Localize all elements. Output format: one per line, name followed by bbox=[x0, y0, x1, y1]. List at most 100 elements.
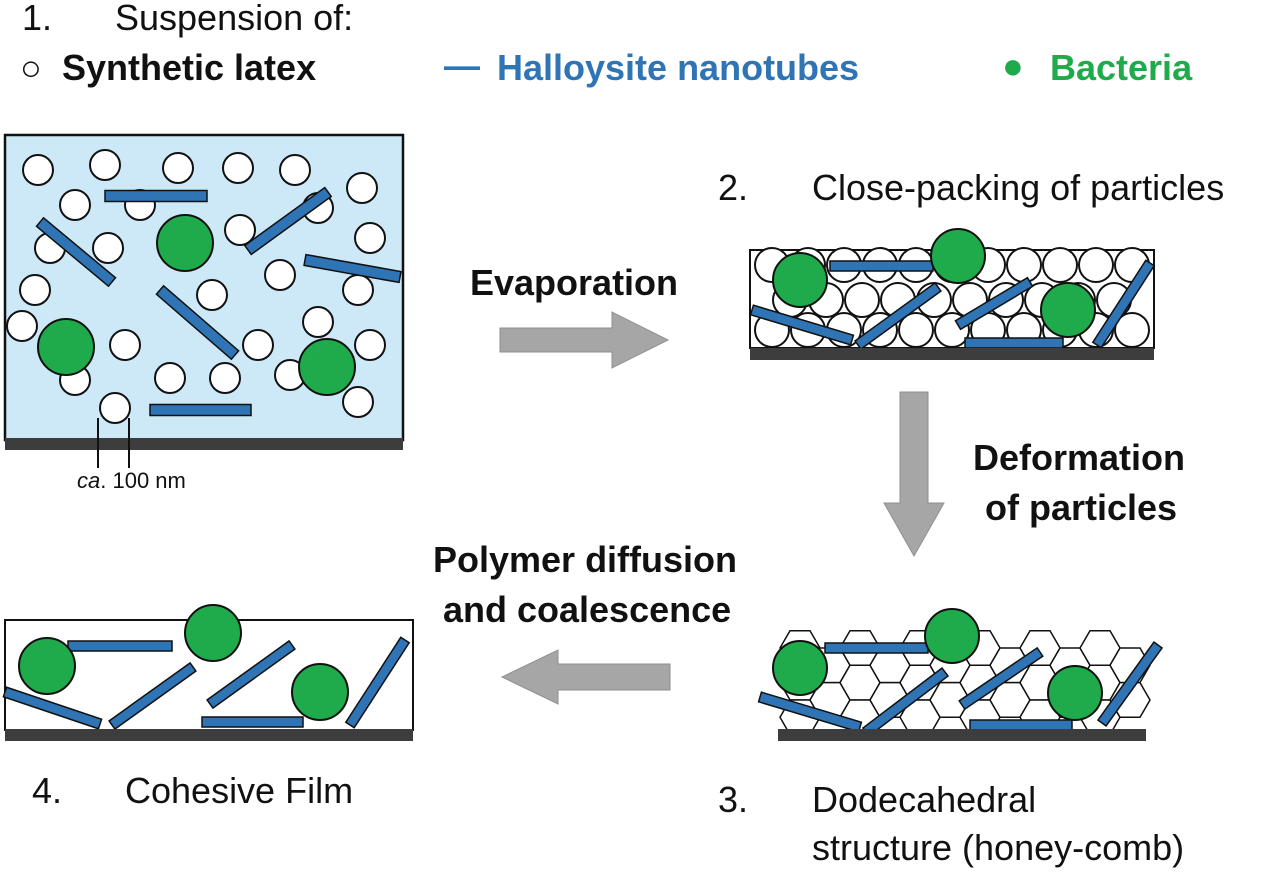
evaporation-label: Evaporation bbox=[470, 262, 678, 303]
diffusion-label-line2: and coalescence bbox=[443, 589, 731, 630]
bacterium bbox=[184, 604, 242, 662]
close-packing-panel: 2. Close-packing of particles bbox=[718, 167, 1224, 360]
step3-label-line1: Dodecahedral bbox=[812, 779, 1036, 820]
evaporation-arrow bbox=[499, 311, 670, 369]
halloysite-nanotube bbox=[108, 661, 197, 731]
latex-particle bbox=[1042, 247, 1078, 283]
diffusion-arrow bbox=[500, 649, 671, 705]
halloysite-nanotube bbox=[824, 642, 929, 654]
latex-particle bbox=[354, 222, 386, 254]
honeycomb-nanotube-group bbox=[757, 641, 1164, 738]
halloysite-nanotube bbox=[344, 636, 411, 729]
halloysite-nanotube bbox=[829, 260, 934, 272]
halloysite-nanotube bbox=[104, 189, 208, 203]
packed-nanotube-group bbox=[749, 259, 1156, 351]
step4-label: Cohesive Film bbox=[125, 770, 353, 811]
latex-particle bbox=[6, 310, 38, 342]
bacterium bbox=[772, 252, 828, 308]
latex-particle bbox=[354, 329, 386, 361]
halloysite-nanotube bbox=[206, 639, 296, 710]
scale-label: ca. 100 nm bbox=[77, 468, 186, 493]
evaporation-step: Evaporation bbox=[470, 262, 678, 369]
substrate-2 bbox=[750, 348, 1154, 360]
nanotube-legend-label: Halloysite nanotubes bbox=[497, 47, 859, 88]
latex-particle bbox=[242, 329, 274, 361]
scale-label-prefix: ca bbox=[77, 468, 100, 493]
latex-particle bbox=[224, 214, 256, 246]
substrate-4 bbox=[5, 729, 413, 741]
latex-particle bbox=[99, 392, 131, 424]
deformation-label-line1: Deformation bbox=[973, 437, 1185, 478]
film-bacteria-group bbox=[18, 604, 349, 721]
suspension-bacteria-group bbox=[37, 214, 356, 396]
honeycomb-bacteria-group bbox=[772, 608, 1103, 721]
honeycomb-panel: 3. Dodecahedral structure (honey-comb) bbox=[718, 608, 1184, 868]
latex-particle bbox=[1006, 247, 1042, 283]
step4-number: 4. bbox=[32, 770, 62, 811]
latex-particle bbox=[162, 152, 194, 184]
legend-title: Suspension of: bbox=[115, 0, 353, 38]
legend-step-number: 1. bbox=[22, 0, 52, 38]
halloysite-nanotube bbox=[954, 276, 1034, 331]
diffusion-step: Polymer diffusion and coalescence bbox=[433, 539, 737, 705]
halloysite-nanotube bbox=[2, 686, 103, 730]
latex-particle bbox=[844, 282, 880, 318]
bacterium bbox=[772, 640, 828, 696]
halloysite-nanotube bbox=[243, 186, 333, 256]
halloysite-nanotube bbox=[1096, 641, 1164, 727]
suspension-nanotube-group bbox=[35, 186, 402, 417]
halloysite-nanotube bbox=[149, 403, 252, 417]
latex-particle bbox=[196, 279, 228, 311]
latex-particle bbox=[1078, 247, 1114, 283]
latex-particle bbox=[22, 154, 54, 186]
latex-particle bbox=[342, 386, 374, 418]
bacteria-legend-label: Bacteria bbox=[1050, 47, 1193, 88]
substrate-1 bbox=[5, 438, 403, 450]
latex-particle bbox=[92, 232, 124, 264]
latex-legend-label: Synthetic latex bbox=[62, 47, 316, 88]
latex-particle bbox=[89, 149, 121, 181]
latex-legend-symbol: ○ bbox=[20, 47, 42, 88]
halloysite-nanotube bbox=[35, 216, 117, 288]
deformation-step: Deformation of particles bbox=[883, 391, 1185, 558]
halloysite-nanotube bbox=[757, 691, 863, 733]
step3-label-line2: structure (honey-comb) bbox=[812, 827, 1184, 868]
halloysite-nanotube bbox=[1091, 259, 1156, 349]
scale-label-suffix: . 100 nm bbox=[100, 468, 186, 493]
latex-particle bbox=[59, 189, 91, 221]
step3-number: 3. bbox=[718, 779, 748, 820]
suspension-latex-group bbox=[6, 149, 386, 424]
cohesive-film-panel: 4. Cohesive Film bbox=[2, 604, 414, 811]
latex-particle bbox=[898, 312, 934, 348]
diffusion-label-line1: Polymer diffusion bbox=[433, 539, 737, 580]
step2-number: 2. bbox=[718, 167, 748, 208]
bacterium bbox=[18, 637, 76, 695]
latex-particle bbox=[279, 154, 311, 186]
halloysite-nanotube bbox=[201, 716, 304, 728]
halloysite-nanotube bbox=[749, 304, 855, 346]
halloysite-nanotube bbox=[964, 337, 1064, 349]
bacterium bbox=[930, 228, 986, 284]
bacteria-legend-symbol: ● bbox=[1002, 45, 1024, 86]
deformation-arrow bbox=[883, 391, 945, 558]
bacterium bbox=[924, 608, 980, 664]
substrate-3 bbox=[778, 729, 1146, 741]
deformation-label-line2: of particles bbox=[985, 487, 1177, 528]
latex-particle bbox=[346, 172, 378, 204]
film-nanotube-group bbox=[2, 636, 411, 731]
latex-particle bbox=[1114, 312, 1150, 348]
halloysite-nanotube bbox=[303, 253, 402, 284]
latex-particle bbox=[302, 306, 334, 338]
bacterium bbox=[1047, 665, 1103, 721]
bacterium bbox=[37, 318, 95, 376]
bacterium bbox=[291, 663, 349, 721]
step2-label: Close-packing of particles bbox=[812, 167, 1224, 208]
latex-particle bbox=[154, 362, 186, 394]
legend: 1. Suspension of: ○ Synthetic latex — Ha… bbox=[20, 0, 1193, 88]
bacterium bbox=[298, 338, 356, 396]
nanotube-legend-symbol: — bbox=[444, 45, 480, 86]
halloysite-nanotube bbox=[67, 640, 173, 652]
latex-particle bbox=[264, 259, 296, 291]
